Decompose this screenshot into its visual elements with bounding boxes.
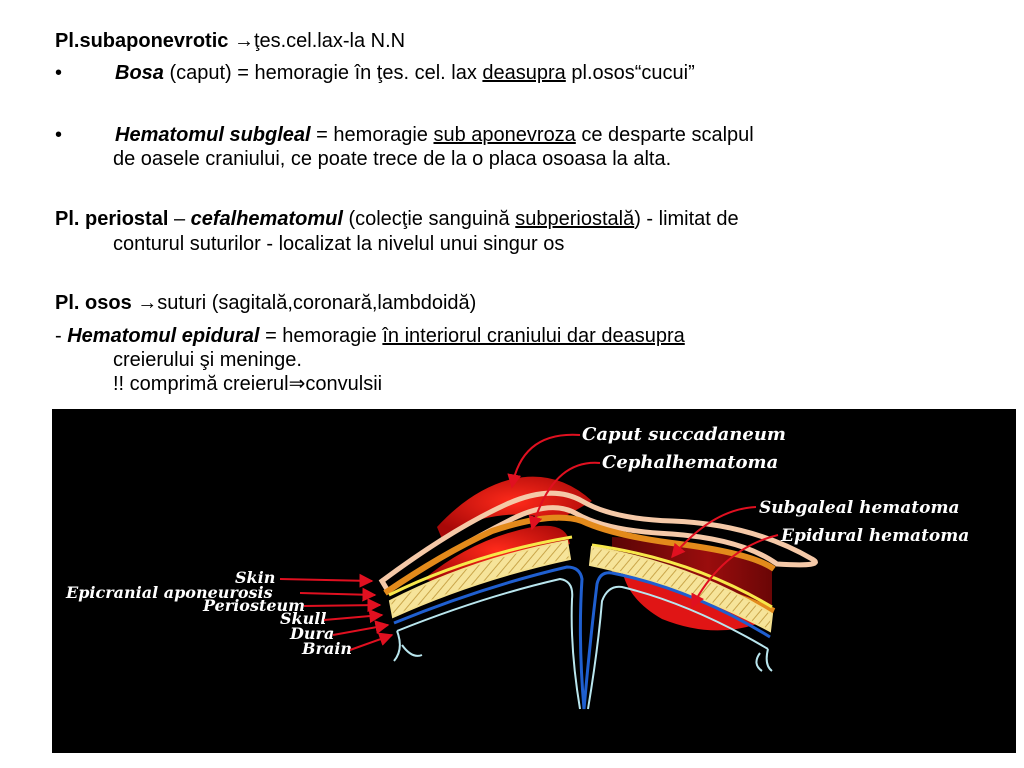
subgleal-underline: sub aponevroza (433, 124, 576, 146)
bullet-bosa: • (55, 62, 62, 84)
bosa-text: Bosa (caput) = hemoragie în ţes. cel. la… (115, 62, 695, 84)
right-arrow-icon: → (137, 292, 158, 314)
label-skin: Skin (235, 568, 275, 587)
periostal-dash: – (173, 208, 186, 230)
arrow-periosteum (303, 598, 382, 613)
brain-gyri-left (393, 630, 423, 662)
label-skull: Skull (280, 609, 326, 628)
epidural-note-text: !! comprimă creierul (113, 373, 289, 395)
epidural-dash: - (55, 325, 62, 347)
epidural-continued: creierului şi meninge. (113, 349, 302, 371)
subaponevrotic-desc: ţes.cel.lax-la N.N (253, 30, 406, 52)
arrow-subgaleal (671, 506, 757, 559)
line-subaponevrotic: Pl.subaponevrotic →ţes.cel.lax-la N.N (55, 30, 405, 52)
label-brain: Brain (301, 639, 352, 658)
arrow-epidural (691, 534, 779, 609)
osos-desc: suturi (sagitală,coronară,lambdoidă) (157, 292, 477, 314)
line-osos: Pl. osos →suturi (sagitală,coronară,lamb… (55, 292, 476, 314)
periostal-desc: (colecţie sanguină (348, 208, 510, 230)
osos-term: Pl. osos (55, 292, 132, 314)
label-epicranial-aponeurosis: Epicranial aponeurosis (65, 583, 273, 602)
epidural-note: !! comprimă creierul⇒convulsii (113, 373, 382, 395)
brain-gyri-right (755, 648, 773, 672)
periostal-underline: subperiostală (515, 208, 635, 230)
arrow-skin (279, 573, 374, 588)
epidural-term: Hematomul epidural (67, 325, 260, 347)
epidural-underline: în interiorul craniului dar deasupra (382, 325, 685, 347)
skull-plate-left (388, 539, 572, 619)
cefalhematom-term: cefalhematomul (190, 208, 343, 230)
arrow-dura (332, 620, 390, 636)
bosa-desc: (caput) = hemoragie în ţes. cel. lax (169, 62, 477, 84)
epidural-desc: = hemoragie (265, 325, 377, 347)
right-arrow-icon: → (233, 30, 254, 52)
bullet-subgleal: • (55, 124, 62, 146)
arrow-caput (507, 433, 581, 489)
bosa-tail: pl.osos“cucui” (571, 62, 695, 84)
bosa-underline: deasupra (482, 62, 566, 84)
subgleal-term: Hematomul subgleal (115, 124, 311, 146)
diagram-svg: Caput succadaneum Cephalhematoma Subgale… (65, 424, 969, 710)
epidural-note-tail: convulsii (305, 373, 383, 395)
label-dura: Dura (289, 624, 334, 643)
skull-plate-right (588, 545, 774, 633)
arrow-cephalhematoma (528, 461, 601, 531)
dura-layer (393, 565, 771, 710)
periostal-continued: conturul suturilor - localizat la nivelu… (113, 233, 564, 255)
subgleal-text: Hematomul subgleal = hemoragie sub apone… (115, 124, 754, 146)
line-epidural: - Hematomul epidural = hemoragie în inte… (55, 325, 685, 347)
label-cephalhematoma: Cephalhematoma (602, 452, 778, 473)
arrow-aponeurosis (299, 587, 377, 602)
subgleal-tail: ce desparte scalpul (581, 124, 754, 146)
skin-layer (378, 490, 818, 595)
label-periosteum: Periosteum (202, 596, 305, 615)
label-epidural-hematoma: Epidural hematoma (780, 526, 969, 546)
double-arrow-icon: ⇒ (288, 373, 306, 395)
epidural-continued-text: creierului şi meninge. (113, 349, 302, 371)
subgleal-desc: = hemoragie (316, 124, 428, 146)
scalp-hematoma-diagram: Caput succadaneum Cephalhematoma Subgale… (52, 409, 1016, 753)
label-subgaleal-hematoma: Subgaleal hematoma (759, 498, 959, 518)
line-periostal: Pl. periostal – cefalhematomul (colecţie… (55, 208, 739, 230)
periosteum-right (591, 543, 773, 609)
label-caput-succadaneum: Caput succadaneum (582, 424, 786, 445)
subgleal-continued-text: de oasele craniului, ce poate trece de l… (113, 148, 672, 170)
aponeurosis-layer (383, 514, 776, 596)
bullet-icon: • (55, 124, 63, 146)
periostal-continued-text: conturul suturilor - localizat la nivelu… (113, 233, 565, 255)
periostal-tail: ) - limitat de (634, 208, 739, 230)
bosa-term: Bosa (115, 62, 164, 84)
subgleal-continued: de oasele craniului, ce poate trece de l… (113, 148, 671, 170)
subaponevrotic-term: Pl.subaponevrotic (55, 30, 229, 52)
brain-left (396, 577, 581, 710)
periosteum-left (388, 535, 573, 597)
arrow-skull (323, 609, 384, 624)
bullet-icon: • (55, 62, 63, 84)
arrow-brain (349, 632, 394, 651)
brain-right (587, 585, 769, 710)
periostal-term: Pl. periostal (55, 208, 169, 230)
